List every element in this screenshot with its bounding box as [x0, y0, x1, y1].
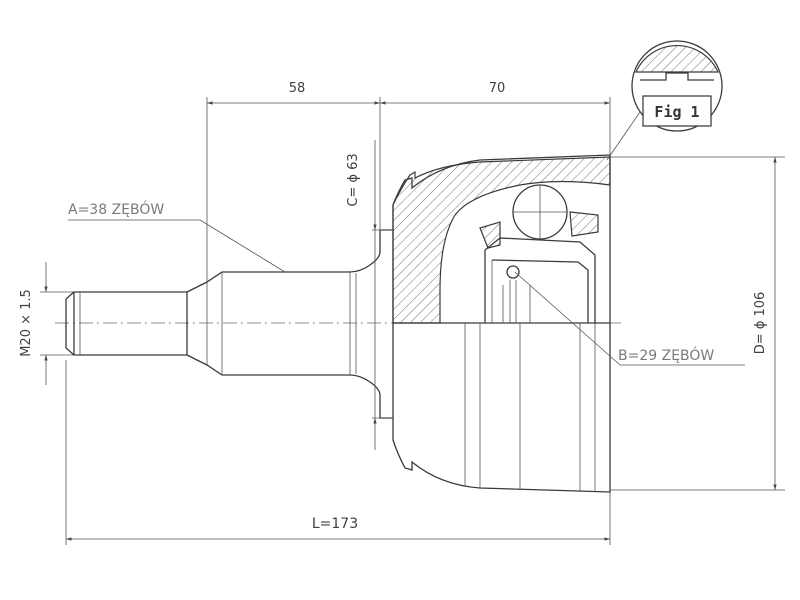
dimension-c: C= ϕ 63: [346, 140, 393, 450]
dimension-d: D= ϕ 106: [610, 156, 785, 491]
threaded-stub: [65, 291, 188, 356]
shaft: [186, 229, 393, 419]
leader-a: A=38 ZĘBÓW: [68, 200, 286, 273]
dimension-top: 58 70: [206, 81, 611, 282]
label-b: B=29 ZĘBÓW: [618, 346, 714, 364]
joint-housing: [392, 154, 611, 493]
label-a: A=38 ZĘBÓW: [68, 200, 164, 218]
dim-length-label: L=173: [312, 516, 358, 532]
dim-c-label: C= ϕ 63: [346, 153, 361, 206]
dimension-thread: M20 × 1.5: [19, 262, 74, 385]
dim-d-label: D= ϕ 106: [753, 292, 768, 355]
dim-70-label: 70: [489, 81, 506, 96]
dim-thread-label: M20 × 1.5: [19, 289, 34, 357]
fig-1-detail: Fig 1: [606, 40, 723, 161]
leader-b: B=29 ZĘBÓW: [514, 271, 745, 366]
dimension-length: L=173: [65, 360, 611, 545]
fig-label: Fig 1: [654, 103, 699, 121]
dim-58-label: 58: [289, 81, 306, 96]
internal-components: [479, 184, 599, 323]
